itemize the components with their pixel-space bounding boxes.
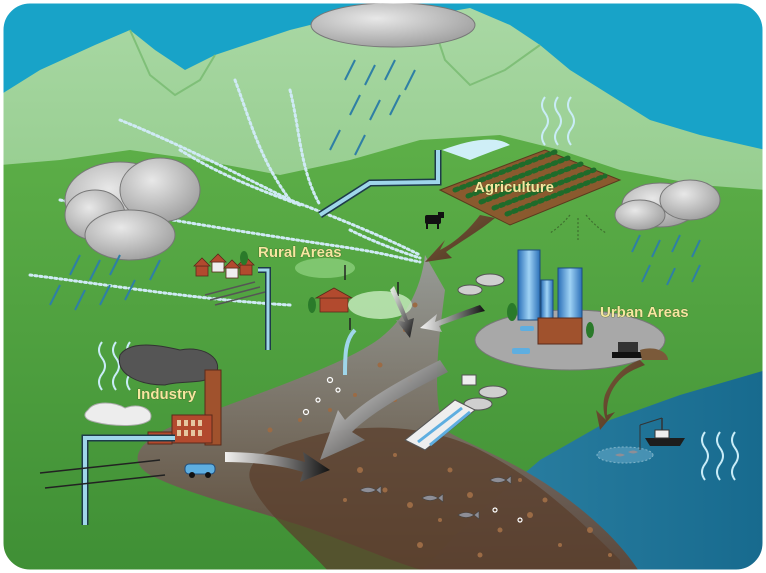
urban-pipe xyxy=(343,328,357,376)
cow-icon xyxy=(425,212,444,229)
irrigation-pipe xyxy=(318,139,510,218)
air-bubbles xyxy=(302,376,523,523)
pollution-plume xyxy=(249,427,620,571)
posts xyxy=(344,265,399,330)
groundwater-lines xyxy=(39,459,166,489)
pollution-particles xyxy=(267,302,612,558)
label-urban-areas: Urban Areas xyxy=(600,304,689,321)
rural-houses xyxy=(193,251,354,313)
rural-septic xyxy=(204,281,266,306)
urban-to-river-arrow xyxy=(320,360,448,460)
fish-icon xyxy=(489,475,512,485)
fishing-boat-icon xyxy=(596,417,685,464)
agriculture-runoff-arrow xyxy=(425,215,495,262)
agriculture-field xyxy=(438,149,622,226)
treatment-plant xyxy=(457,273,508,411)
label-agriculture: Agriculture xyxy=(474,179,554,196)
rural-pasture xyxy=(295,258,355,278)
industry-to-river-arrow xyxy=(225,452,330,482)
label-industry: Industry xyxy=(137,386,197,403)
mountain-ridge xyxy=(429,14,541,87)
rain xyxy=(49,59,701,311)
top-cloud xyxy=(310,2,476,48)
right-cloud xyxy=(614,179,721,231)
mountain-ridge xyxy=(129,29,216,97)
fish-icon xyxy=(359,485,382,495)
car-icon xyxy=(184,463,216,478)
urban-small-arrow xyxy=(420,305,485,332)
left-cloud xyxy=(64,157,201,261)
wastewater-channels xyxy=(404,399,476,451)
irrigation xyxy=(549,214,607,240)
rural-to-river-arrow xyxy=(390,286,414,338)
label-rural-areas: Rural Areas xyxy=(258,244,342,261)
construction-runoff-arrow xyxy=(596,360,645,430)
fish-icon xyxy=(421,493,444,503)
bulldozer-icon xyxy=(612,342,668,360)
industry-pipe xyxy=(81,434,175,525)
rural-well xyxy=(258,267,271,350)
fish-icon xyxy=(457,510,480,520)
fish-group xyxy=(359,475,512,520)
